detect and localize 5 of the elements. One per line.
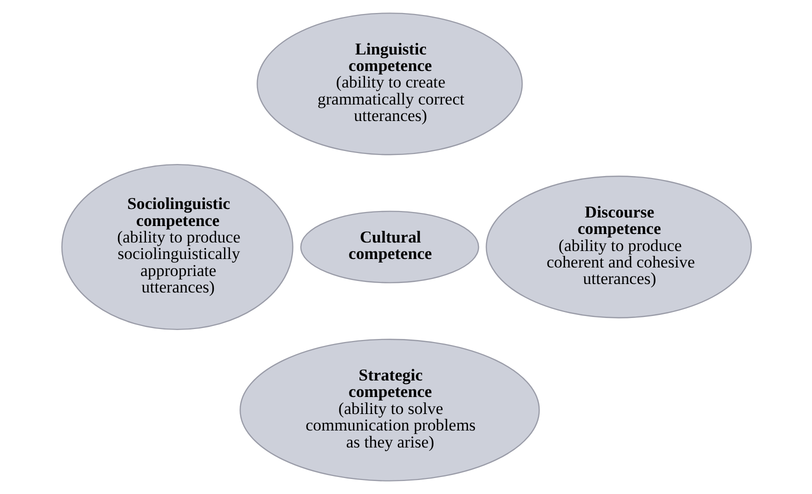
node-ellipse: Linguistic competence (ability to create grammatically correct utterances) <box>256 12 522 156</box>
node-ellipse: Cultural competence <box>300 210 479 284</box>
node-ellipse: Discourse competence (ability to produce coherent and cohesive utterances) <box>485 176 752 318</box>
node-ellipse: Strategic competence (ability to solve communication problems as they arise) <box>239 338 540 482</box>
node-ellipse: Sociolinguistic competence (ability to produce sociolinguistically appropriate utterances) <box>60 164 293 330</box>
